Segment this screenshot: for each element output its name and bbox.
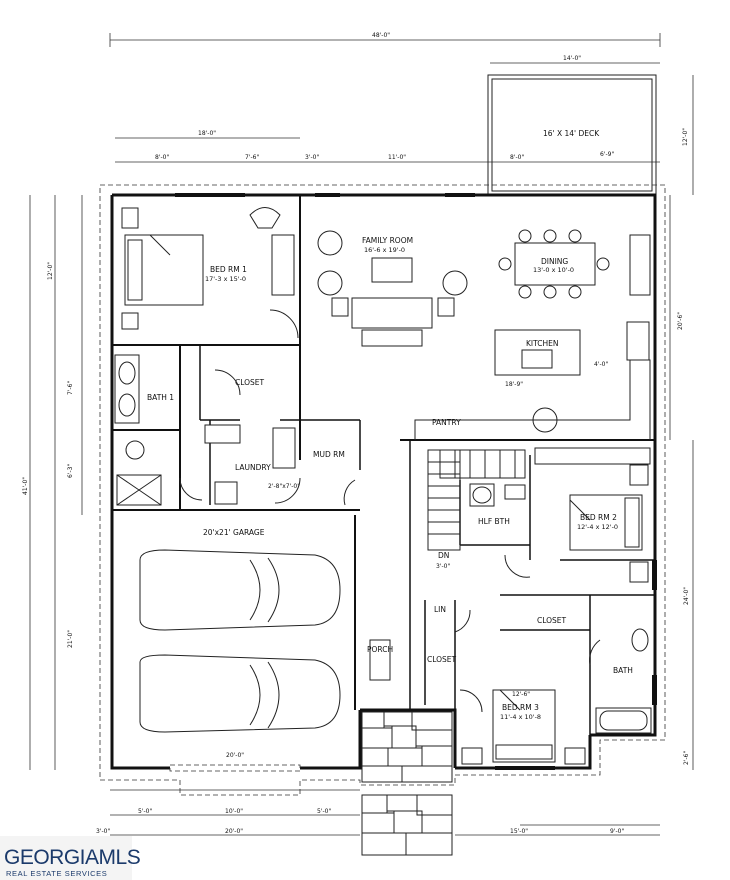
- dim-bottom-seg2: 10'-0": [225, 808, 243, 815]
- bath-2-label: BATH: [613, 666, 633, 675]
- family-room-size: 16'-6 x 19'-0: [364, 246, 405, 254]
- nightstand-bed2-top: [629, 464, 649, 486]
- porch-post: [369, 639, 391, 681]
- dim-left-garage: 21'-0": [67, 630, 74, 648]
- range: [532, 407, 558, 433]
- dim-right-step: 2'-6": [683, 751, 690, 765]
- dim-door-width: 2'-8"x7'-0": [268, 483, 300, 490]
- bedroom-2-label: BED RM 2: [580, 513, 617, 522]
- bedroom-3-size: 11'-4 x 10'-8: [500, 713, 541, 721]
- dim-top-seg3: 3'-0": [305, 154, 319, 161]
- half-bath-fixtures: [469, 483, 526, 507]
- kitchen-label: KITCHEN: [526, 339, 559, 348]
- garage-label: 20'x21' GARAGE: [203, 528, 265, 537]
- laundry-label: LAUNDRY: [235, 463, 271, 472]
- dim-left-bath: 7'-6": [67, 381, 74, 395]
- dim-bottom-small: 3'-0": [96, 828, 110, 835]
- family-room-label: FAMILY ROOM: [362, 236, 413, 245]
- door-swings: [179, 309, 601, 713]
- nightstand-top: [121, 207, 139, 229]
- nightstand-bed2-bottom: [629, 561, 649, 583]
- dim-left-upper: 12'-0": [47, 262, 54, 280]
- dim-bottom-right1: 15'-0": [510, 828, 528, 835]
- bed-2: [569, 494, 643, 551]
- bath-main-label: BATH 1: [147, 393, 174, 402]
- closet-main-label: CLOSET: [235, 378, 265, 387]
- dining-size: 13'-0 x 10'-0: [533, 266, 574, 274]
- closet-3-label: CLOSET: [427, 655, 457, 664]
- deck-label: 16' X 14' DECK: [543, 129, 600, 138]
- garage-car-1: [139, 549, 341, 631]
- nightstand-bed3-left: [461, 747, 483, 765]
- dim-bottom-total-left: 20'-0": [225, 828, 243, 835]
- mud-room-label: MUD RM: [313, 450, 345, 459]
- dim-top-seg1: 8'-0": [155, 154, 169, 161]
- dim-bottom-seg1: 5'-0": [138, 808, 152, 815]
- family-room-furniture: [317, 230, 468, 347]
- garage-car-2: [139, 654, 341, 733]
- porch-label: PORCH: [367, 645, 393, 654]
- dim-kitchen-counter: 18'-9": [505, 381, 523, 388]
- dim-right-lower: 24'-0": [683, 587, 690, 605]
- dim-top-seg4: 11'-0": [388, 154, 406, 161]
- kitchen-counter: [414, 359, 651, 440]
- garage-door-opening: [169, 764, 301, 772]
- pantry-label: PANTRY: [432, 418, 461, 427]
- dim-top-seg6: 6'-9": [600, 151, 614, 158]
- dim-garage-width: 20'-0": [226, 752, 244, 759]
- kitchen-island: [494, 329, 581, 376]
- dim-bottom-seg3: 5'-0": [317, 808, 331, 815]
- windows: [175, 193, 657, 770]
- dim-kitchen-island: 4'-0": [594, 361, 608, 368]
- dim-overall-width: 48'-0": [372, 32, 390, 39]
- dresser: [271, 234, 295, 296]
- exterior-walls: [110, 193, 657, 770]
- stairs: [427, 449, 526, 551]
- dim-deck-depth: 12'-0": [682, 128, 689, 146]
- dim-top-seg2: 7'-6": [245, 154, 259, 161]
- dim-bed3-width: 12'-6": [512, 691, 530, 698]
- bedroom-main-size: 17'-3 x 15'-0: [205, 275, 246, 283]
- dim-left-wing: 18'-0": [198, 130, 216, 137]
- bed-main: [124, 234, 204, 306]
- georgia-mls-logo: GEORGIAMLS REAL ESTATE SERVICES: [0, 836, 141, 880]
- logo-sub-text: REAL ESTATE SERVICES: [6, 869, 108, 878]
- bath-2-fixtures: [595, 628, 652, 734]
- logo-main-text: GEORGIAMLS: [4, 846, 141, 869]
- closet-2-label: CLOSET: [537, 616, 567, 625]
- dim-bottom-right2: 9'-0": [610, 828, 624, 835]
- dim-stair-width: 3'-0": [436, 563, 450, 570]
- linen-label: LIN: [434, 605, 446, 614]
- half-bath-label: HLF BTH: [478, 517, 510, 526]
- dim-top-seg5: 8'-0": [510, 154, 524, 161]
- dim-right-upper: 20'-6": [677, 312, 684, 330]
- nightstand-bottom: [121, 312, 139, 330]
- armchair: [249, 207, 281, 229]
- buffet: [629, 234, 651, 296]
- dim-left-laundry: 6'-3": [67, 464, 74, 478]
- laundry-appliances: [204, 424, 296, 505]
- dim-deck-width: 14'-0": [563, 55, 581, 62]
- dining-table: [498, 229, 610, 299]
- dim-overall-depth: 41'-0": [22, 477, 29, 495]
- nightstand-bed3-right: [564, 747, 586, 765]
- bed-3: [492, 689, 556, 763]
- bedroom-2-size: 12'-4 x 12'-0: [577, 523, 618, 531]
- interior-walls: [112, 195, 655, 735]
- porch-stone: [361, 711, 453, 856]
- stair-up-right: [534, 447, 651, 465]
- bedroom-main-label: BED RM 1: [210, 265, 247, 274]
- roof-outline: [99, 184, 666, 796]
- bath-main-fixtures: [114, 354, 162, 506]
- dining-label: DINING: [541, 257, 568, 266]
- stair-down-label: DN: [438, 551, 449, 560]
- bedroom-3-label: BED RM 3: [502, 703, 539, 712]
- dimension-lines: [29, 33, 694, 836]
